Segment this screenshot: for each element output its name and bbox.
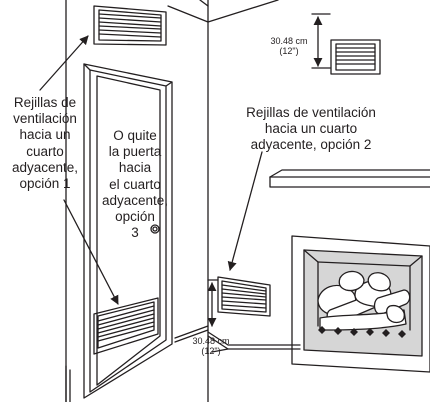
- log-grate-studs: [318, 326, 406, 338]
- vent-door-lower: [93, 297, 159, 355]
- label-option-3-line: 3: [131, 225, 139, 241]
- label-option-2-line: Rejillas de ventilación: [246, 105, 376, 120]
- label-option-2: Rejillas de ventilación hacia un cuarto …: [226, 105, 396, 154]
- label-option-2-line: adyacente, opción 2: [250, 137, 372, 153]
- fireplace-logs: [317, 270, 411, 331]
- label-option-3-line: hacia: [118, 160, 152, 176]
- label-option-1-line: adyacente,: [11, 159, 79, 175]
- dimension-value-inches: (12"): [201, 346, 221, 357]
- dimension-label-bottom: 30.48 cm (12"): [186, 336, 236, 357]
- label-option-3-line: opción: [115, 208, 155, 224]
- label-option-1-line: opción 1: [19, 175, 71, 191]
- label-option-1-line: ventilación: [13, 111, 77, 127]
- label-option-3-line: adyacente,: [102, 192, 169, 208]
- vent-wall-lower: [217, 276, 271, 317]
- label-option-3-line: O quite: [113, 128, 157, 143]
- label-option-1-line: hacia un: [19, 127, 71, 143]
- dimension-bottom: [207, 279, 219, 327]
- door-knob: [150, 224, 160, 234]
- label-option-2-line: hacia un cuarto: [264, 121, 358, 137]
- dimension-value-inches: (12"): [279, 46, 299, 57]
- door: [83, 63, 173, 399]
- label-option-3-line: el cuarto: [109, 176, 161, 192]
- dimension-label-top: 30.48 cm (12"): [264, 36, 314, 57]
- label-option-1-line: cuarto: [26, 143, 64, 159]
- vent-wall-upper: [330, 39, 381, 75]
- label-option-3-line: la puerta: [108, 144, 162, 160]
- label-option-1: Rejillas de ventilación hacia un cuarto …: [0, 95, 90, 192]
- label-option-3: O quite la puerta hacia el cuarto adyace…: [102, 128, 168, 241]
- label-option-1-line: Rejillas de: [13, 95, 77, 110]
- mantel: [269, 169, 430, 188]
- dimension-value: 30.48 cm: [270, 36, 308, 46]
- dimension-top: [311, 13, 331, 69]
- room-walls: [65, 0, 301, 402]
- dimension-value: 30.48 cm: [192, 336, 230, 346]
- vent-ceiling-left: [93, 5, 167, 46]
- leader-arrows: [39, 35, 263, 305]
